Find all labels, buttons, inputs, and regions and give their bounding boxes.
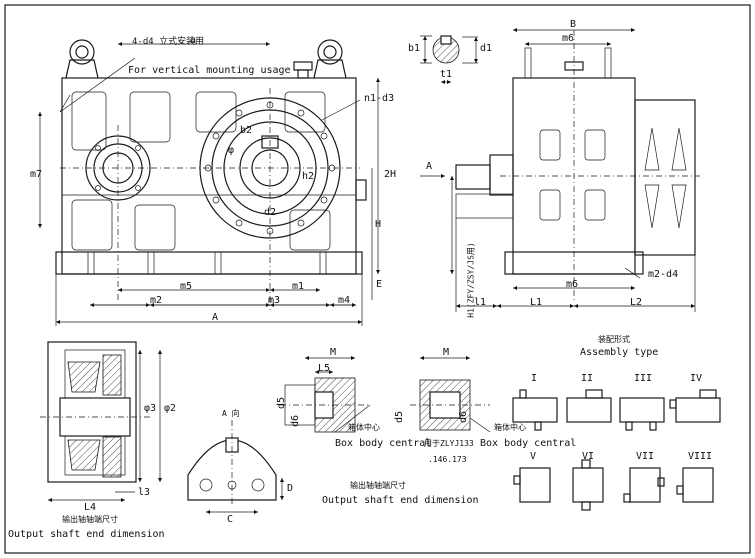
drawing-frame [4, 4, 751, 554]
dim-l1-big: L1 [530, 297, 543, 308]
breather-cap [293, 61, 313, 79]
dim-t1: t1 [440, 69, 453, 80]
dim-l3: l3 [138, 487, 151, 498]
a-view-title: A 向 [222, 409, 240, 418]
output-shaft-title-cn: 输出轴轴端尺寸 [62, 515, 118, 524]
arrow-a-label: A [426, 161, 433, 172]
dim-b-top: B [570, 19, 577, 30]
dim-phi: φ [228, 145, 235, 156]
dim-m6-top: m6 [562, 33, 575, 44]
assembly-type-7: VII [636, 451, 655, 462]
dim-m-left: M [330, 347, 337, 358]
front-view [37, 39, 381, 326]
assembly-type-1: I [531, 373, 538, 384]
output-shaft-title-en: Output shaft end dimension [8, 529, 165, 540]
base-foot [55, 251, 363, 275]
dim-l2: L2 [630, 297, 643, 308]
dim-m5: m5 [180, 281, 193, 292]
assembly-title-en: Assembly type [580, 347, 659, 358]
shaft-detail-left [280, 355, 371, 433]
dim-c: C [227, 514, 234, 525]
dim-m2: m2 [150, 295, 163, 306]
assembly-type-4: IV [690, 373, 703, 384]
dim-n1-d3: n1-d3 [364, 93, 395, 104]
model-note-1: 用于ZLYJ133 [424, 439, 474, 448]
dim-d2: d2 [264, 207, 277, 218]
dim-h: H [375, 219, 382, 230]
dim-m6-bottom: m6 [566, 279, 579, 290]
dim-a-total: A [212, 312, 219, 323]
dim-m4: m4 [338, 295, 351, 306]
dim-h2: h2 [302, 171, 315, 182]
dim-d: D [287, 483, 294, 494]
dim-m7: m7 [30, 169, 43, 180]
assembly-title-cn: 装配形式 [598, 335, 630, 344]
dim-m3: m3 [268, 295, 281, 306]
shaft-detail-right [410, 355, 491, 433]
dim-b1: b1 [408, 43, 421, 54]
mount-note-en: For vertical mounting usage [128, 65, 291, 76]
mount-note-cn: 4-d4 立式安装用 [132, 37, 205, 47]
output-shaft-section [40, 341, 163, 503]
assembly-type-8: VIII [688, 451, 713, 462]
assembly-type-5: V [530, 451, 537, 462]
box-central-cn-left: 箱体中心 [348, 423, 380, 432]
side-view [420, 27, 700, 312]
assembly-type-icons [512, 389, 721, 511]
dim-m-right: M [443, 347, 450, 358]
mid-title-cn: 输出轴轴端尺寸 [350, 481, 406, 490]
dim-m2-d4: m2-d4 [648, 269, 679, 280]
dim-b2: b2 [240, 125, 253, 136]
assembly-type-6: VI [582, 451, 595, 462]
dim-l5: L5 [318, 363, 331, 374]
key-section [420, 35, 479, 85]
lifting-eye-left [65, 39, 99, 79]
mid-title-en: Output shaft end dimension [322, 495, 479, 506]
model-note-2: .146.173 [428, 455, 467, 464]
dim-l4: L4 [84, 502, 97, 513]
dim-d6-left: d6 [290, 414, 302, 428]
dim-m1: m1 [292, 281, 305, 292]
box-central-en-left: Box body central [335, 438, 432, 449]
dim-phi2: φ2 [164, 403, 177, 414]
box-central-en-right: Box body central [480, 438, 577, 449]
a-direction-view [187, 420, 285, 515]
dim-d5-left: d5 [276, 396, 288, 410]
dim-d1: d1 [480, 43, 493, 54]
dim-d6-right: d6 [458, 410, 470, 424]
side-motor-cover [634, 99, 696, 256]
dim-d5-right: d5 [394, 410, 406, 424]
dim-e: E [376, 279, 383, 290]
lifting-eye-right [313, 39, 347, 79]
assembly-type-2: II [581, 373, 594, 384]
dim-2h: 2H [384, 169, 397, 180]
dim-l1-small: l1 [474, 297, 487, 308]
dim-phi3: φ3 [144, 403, 157, 414]
box-central-cn-right: 箱体中心 [494, 423, 526, 432]
dim-a-top: a [190, 35, 197, 46]
assembly-type-3: III [634, 373, 653, 384]
